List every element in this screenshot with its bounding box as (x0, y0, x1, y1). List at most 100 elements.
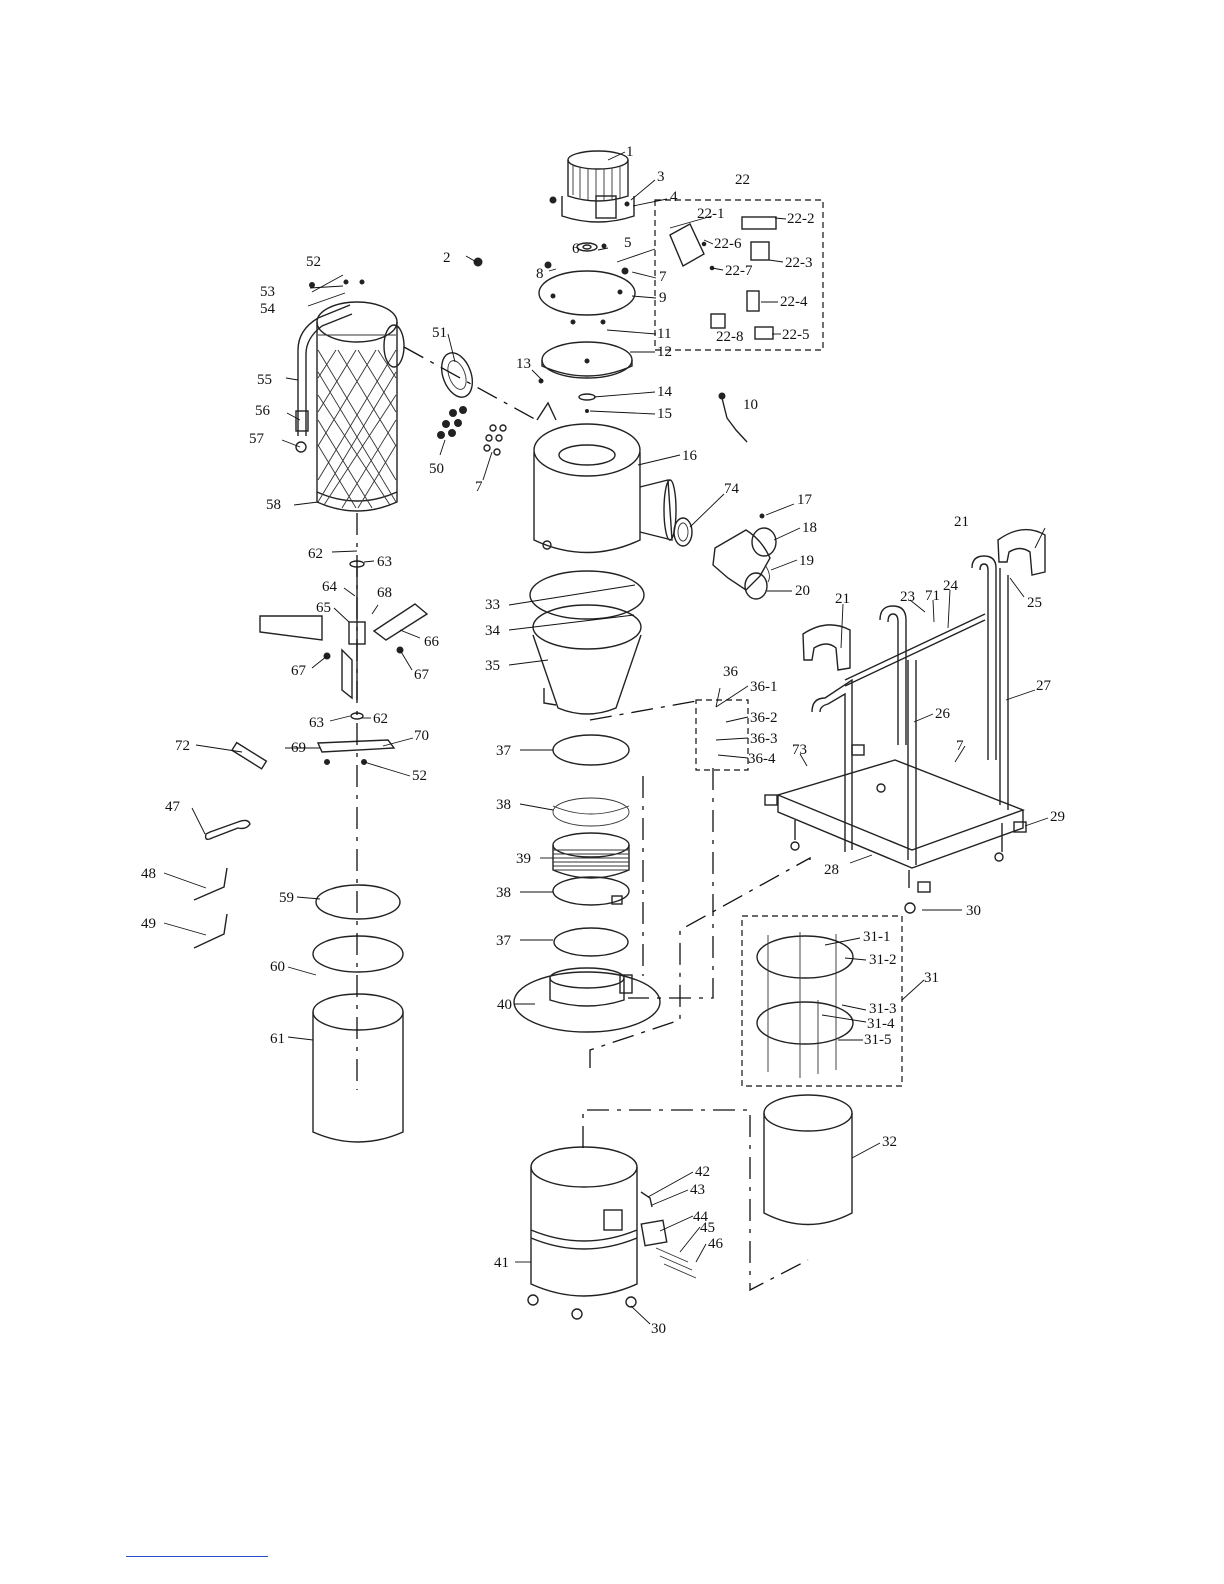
dust-bag (763, 1094, 853, 1226)
label-60: 60 (270, 959, 285, 975)
label-12: 12 (657, 344, 672, 360)
canister-filter (295, 279, 405, 512)
hardware-pile (437, 257, 507, 456)
label-23: 23 (900, 589, 915, 605)
label-22: 22 (735, 172, 750, 188)
label-43: 43 (690, 1182, 705, 1198)
label-38b: 38 (496, 885, 511, 901)
label-58: 58 (266, 497, 281, 513)
collection-bag-rings (312, 884, 404, 1143)
assembly-guide-lines (356, 346, 811, 1292)
label-8: 8 (536, 266, 544, 282)
label-16: 16 (682, 448, 698, 464)
label-52a: 52 (306, 254, 321, 270)
switch-box-group (654, 199, 824, 351)
label-22-5: 22-5 (782, 327, 810, 343)
inlet-wye (673, 513, 777, 600)
mount-plate (538, 242, 636, 325)
label-67a: 67 (291, 663, 307, 679)
label-20: 20 (795, 583, 810, 599)
label-24: 24 (943, 578, 959, 594)
label-64: 64 (322, 579, 338, 595)
label-73: 73 (792, 742, 807, 758)
label-59: 59 (279, 890, 294, 906)
label-71: 71 (925, 588, 940, 604)
label-9: 9 (659, 290, 667, 306)
label-52b: 52 (412, 768, 427, 784)
label-27: 27 (1036, 678, 1052, 694)
gasket-51 (440, 352, 474, 398)
label-39: 39 (516, 851, 531, 867)
label-31-2: 31-2 (869, 952, 897, 968)
label-33: 33 (485, 597, 500, 613)
label-22-1: 22-1 (697, 206, 725, 222)
label-17: 17 (797, 492, 813, 508)
label-14: 14 (657, 384, 673, 400)
filter-cage (741, 915, 903, 1087)
label-21a: 21 (954, 514, 969, 530)
label-36-3: 36-3 (750, 731, 778, 747)
label-21b: 21 (835, 591, 850, 607)
label-37a: 37 (496, 743, 512, 759)
label-31-1: 31-1 (863, 929, 891, 945)
label-36: 36 (723, 664, 739, 680)
label-45: 45 (700, 1220, 715, 1236)
label-5: 5 (624, 235, 632, 251)
label-67b: 67 (414, 667, 430, 683)
label-69: 69 (291, 740, 306, 756)
label-36-4: 36-4 (748, 751, 776, 767)
tools (193, 741, 268, 949)
label-3: 3 (657, 169, 665, 185)
label-32: 32 (882, 1134, 897, 1150)
label-55: 55 (257, 372, 272, 388)
label-56: 56 (255, 403, 271, 419)
label-29: 29 (1050, 809, 1065, 825)
label-15: 15 (657, 406, 672, 422)
label-36-2: 36-2 (750, 710, 778, 726)
label-44: 44 (693, 1209, 709, 1225)
label-31-5: 31-5 (864, 1032, 892, 1048)
label-28: 28 (824, 862, 839, 878)
label-53: 53 (260, 284, 275, 300)
motor (549, 150, 635, 223)
footer-link-underline[interactable] (126, 1556, 268, 1557)
label-25: 25 (1027, 595, 1042, 611)
label-36-1: 36-1 (750, 679, 778, 695)
wall-bracket (802, 528, 1046, 671)
label-47: 47 (165, 799, 181, 815)
label-38a: 38 (496, 797, 511, 813)
label-22-6: 22-6 (714, 236, 742, 252)
label-30a: 30 (966, 903, 981, 919)
label-40: 40 (497, 997, 512, 1013)
label-74: 74 (724, 481, 740, 497)
label-22-4: 22-4 (780, 294, 808, 310)
label-22-3: 22-3 (785, 255, 813, 271)
label-6: 6 (572, 241, 580, 257)
cyclone-body (533, 401, 677, 554)
label-57: 57 (249, 431, 265, 447)
label-18: 18 (802, 520, 817, 536)
label-37b: 37 (496, 933, 512, 949)
label-66: 66 (424, 634, 440, 650)
label-70: 70 (414, 728, 429, 744)
label-31: 31 (924, 970, 939, 986)
label-7b: 7 (475, 479, 483, 495)
drum (527, 1146, 697, 1320)
label-48: 48 (141, 866, 156, 882)
clamp-and-hose (552, 734, 630, 957)
callout-labels: 1 2 3 4 5 6 7 8 9 10 11 12 13 14 15 16 1… (141, 144, 1065, 1337)
label-22-2: 22-2 (787, 211, 815, 227)
label-31-4: 31-4 (867, 1016, 895, 1032)
label-26: 26 (935, 706, 951, 722)
label-30b: 30 (651, 1321, 666, 1337)
label-35: 35 (485, 658, 500, 674)
label-46: 46 (708, 1236, 724, 1252)
label-68: 68 (377, 585, 392, 601)
label-22-7: 22-7 (725, 263, 753, 279)
label-42: 42 (695, 1164, 710, 1180)
label-63a: 63 (377, 554, 392, 570)
label-51: 51 (432, 325, 447, 341)
label-13: 13 (516, 356, 531, 372)
label-49: 49 (141, 916, 156, 932)
